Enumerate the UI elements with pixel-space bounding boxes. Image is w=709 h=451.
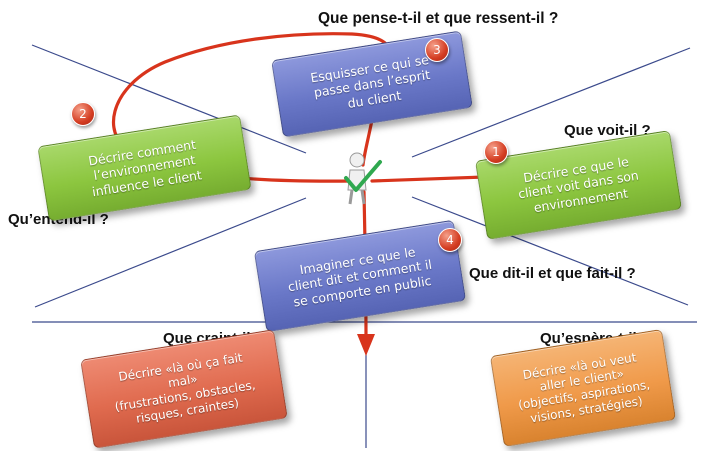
question-see: Que voit-il ? — [564, 122, 651, 139]
arrow-head — [357, 334, 375, 356]
card-fear-text: Décrire «là où ça fait mal» (frustration… — [113, 350, 257, 426]
number-badge-3-icon: 3 — [425, 38, 449, 62]
number-badge-2-icon: 2 — [71, 102, 95, 126]
card-say-text: Imaginer ce que le client dit et comment… — [286, 244, 433, 310]
arrow-loop-left — [111, 32, 392, 160]
divider-top-right — [411, 47, 691, 158]
question-say: Que dit-il et que fait-il ? — [469, 265, 636, 282]
number-badge-4-icon: 4 — [438, 228, 462, 252]
divider-bottom-left — [34, 197, 307, 308]
card-hear-text: Décrire comment l’environnement influenc… — [87, 136, 203, 200]
question-think: Que pense-t-il et que ressent-il ? — [318, 10, 559, 27]
card-see-text: Décrire ce que le client voit dans son e… — [517, 154, 640, 215]
divider-top-left — [31, 44, 307, 154]
divider-bottom-right — [411, 196, 689, 306]
card-think-text: Esquisser ce qui se passe dans l’esprit … — [309, 52, 432, 111]
checkmark-icon — [344, 160, 382, 192]
arrow-from-top — [361, 118, 374, 167]
number-badge-1-icon: 1 — [484, 140, 508, 164]
card-hope-text: Décrire «là où veut aller le client» (ob… — [517, 350, 651, 426]
